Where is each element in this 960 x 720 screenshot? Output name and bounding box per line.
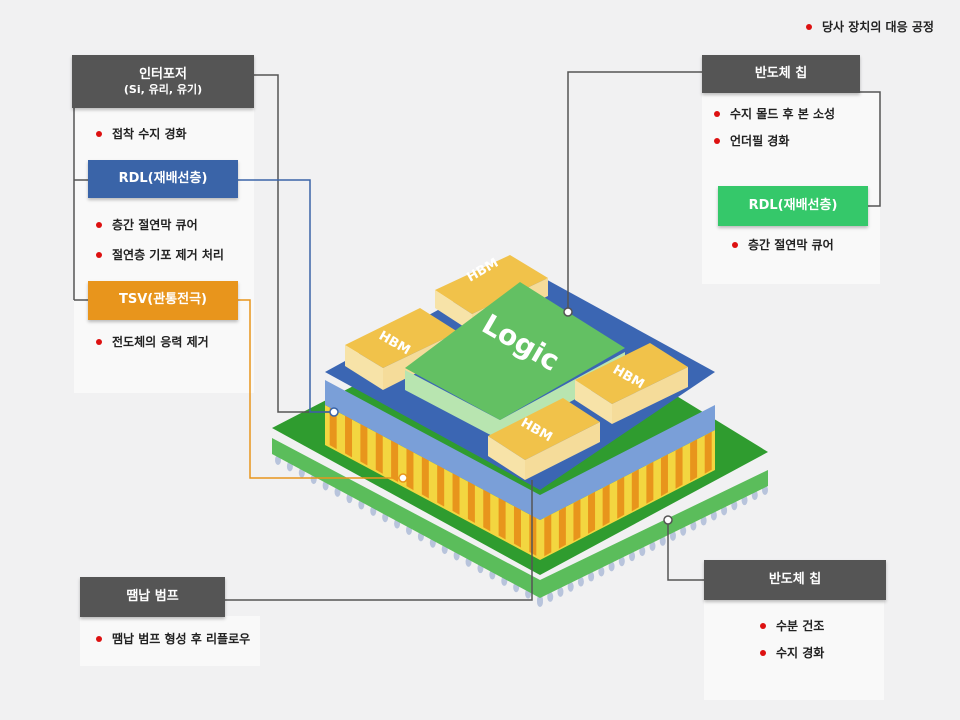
tsv-stripe: [437, 464, 445, 507]
tsv-stripe: [617, 476, 625, 519]
chip-bottom-bullet-2: 수지 경화: [760, 644, 824, 661]
bump-title: 땜납 범프: [126, 588, 179, 604]
tsv-layer-right: [540, 430, 715, 560]
chip-bottom-bullet-1: 수분 건조: [760, 617, 824, 634]
line-bump: [225, 480, 533, 601]
solder-ball: [567, 581, 574, 592]
tsv-stripe: [391, 439, 399, 482]
left-panel-interposer: [74, 108, 254, 393]
tsv-stripe: [704, 431, 712, 474]
solder-ball: [608, 561, 615, 572]
tsv-stripe: [345, 415, 353, 458]
logic-top: [405, 282, 625, 420]
tsv-bullet-1: 전도체의 응력 제거: [96, 333, 209, 350]
rdl-left-label: RDL(재배선층): [88, 160, 238, 198]
tsv-stripe: [631, 469, 639, 512]
logic-side: [405, 352, 625, 440]
rdl-right-bullet-1: 층간 절연막 큐어: [732, 236, 834, 253]
rdl-right-title: RDL(재배선층): [748, 197, 838, 213]
tsv-stripe: [573, 499, 581, 542]
bump-label: 땜납 범프: [80, 577, 225, 617]
tsv-stripes: [329, 407, 712, 557]
tsv-stripe: [406, 448, 414, 491]
marker-substrate: [663, 515, 673, 525]
substrate-balls: [275, 455, 768, 607]
line-tsv: [238, 299, 403, 479]
rdl-left-bullet-1: 층간 절연막 큐어: [96, 216, 198, 233]
legend-text: 당사 장치의 대응 공정: [822, 20, 934, 34]
legend-dot: [806, 23, 812, 30]
line-chip-top: [567, 71, 702, 312]
tsv-stripe: [529, 513, 537, 556]
marker-tsv: [398, 473, 408, 483]
chip-bottom-title: 반도체 칩: [768, 571, 822, 587]
hbm-front: HBM: [488, 398, 600, 480]
solder-ball: [629, 551, 636, 562]
tsv-stripe: [467, 481, 475, 524]
solder-ball: [588, 571, 595, 582]
chip-top-bullet-2: 언더필 경화: [714, 132, 789, 149]
tsv-stripe: [544, 514, 552, 557]
solder-ball: [598, 566, 605, 577]
solder-ball: [618, 556, 625, 567]
tsv-stripe: [329, 407, 337, 450]
tsv-stripe: [452, 472, 460, 515]
tsv-stripe: [421, 456, 429, 499]
chip-top-title: 반도체 칩: [754, 65, 808, 81]
line-rdl-left: [238, 179, 334, 413]
tsv-label: TSV(관통전극): [88, 281, 238, 320]
interposer-title: 인터포저: [139, 66, 187, 82]
marker-logic: [563, 307, 573, 317]
tsv-stripe: [558, 506, 566, 549]
solder-ball: [547, 591, 554, 602]
interposer-subtitle: (Si, 유리, 유기): [123, 82, 203, 96]
tsv-stripe: [483, 489, 491, 532]
tsv-stripe: [498, 497, 506, 540]
tsv-stripe: [675, 446, 683, 489]
chip-top-bullet-1: 수지 몰드 후 본 소성: [714, 105, 835, 122]
solder-ball: [639, 546, 646, 557]
tsv-stripe: [646, 461, 654, 504]
right-panel-chip-bottom: [704, 600, 884, 700]
rdl-left-bullet-2: 절연층 기포 제거 처리: [96, 246, 224, 263]
rdl-right-label: RDL(재배선층): [718, 186, 868, 226]
tsv-stripe: [660, 454, 668, 497]
solder-ball: [649, 541, 656, 551]
tsv-stripe: [602, 484, 610, 527]
chip-top-label: 반도체 칩: [702, 55, 860, 93]
legend: 당사 장치의 대응 공정: [806, 18, 934, 35]
interposer-bullet-1: 접착 수지 경화: [96, 125, 187, 142]
line-interposer: [254, 74, 330, 413]
tsv-title: TSV(관통전극): [118, 292, 207, 308]
tsv-stripe: [360, 423, 368, 466]
bump-bullet-1: 땜납 범프 형성 후 리플로우: [96, 630, 250, 647]
interposer-side: [325, 380, 715, 520]
solder-ball: [537, 595, 543, 605]
line-rdl-right: [860, 91, 881, 207]
tsv-stripe: [513, 505, 521, 548]
hbm-right: HBM: [575, 343, 688, 424]
solder-ball: [577, 576, 584, 587]
tsv-stripe: [375, 431, 383, 474]
tsv-stripe: [588, 491, 596, 534]
tsv-stripe: [690, 439, 698, 482]
solder-ball: [557, 586, 564, 597]
interposer-label: 인터포저 (Si, 유리, 유기): [72, 55, 254, 108]
chip-bottom-label: 반도체 칩: [704, 560, 886, 600]
line-chip-bottom: [667, 520, 704, 581]
marker-interposer: [329, 407, 339, 417]
left-panel-bump: [80, 616, 260, 666]
rdl-left-title: RDL(재배선층): [118, 170, 208, 186]
